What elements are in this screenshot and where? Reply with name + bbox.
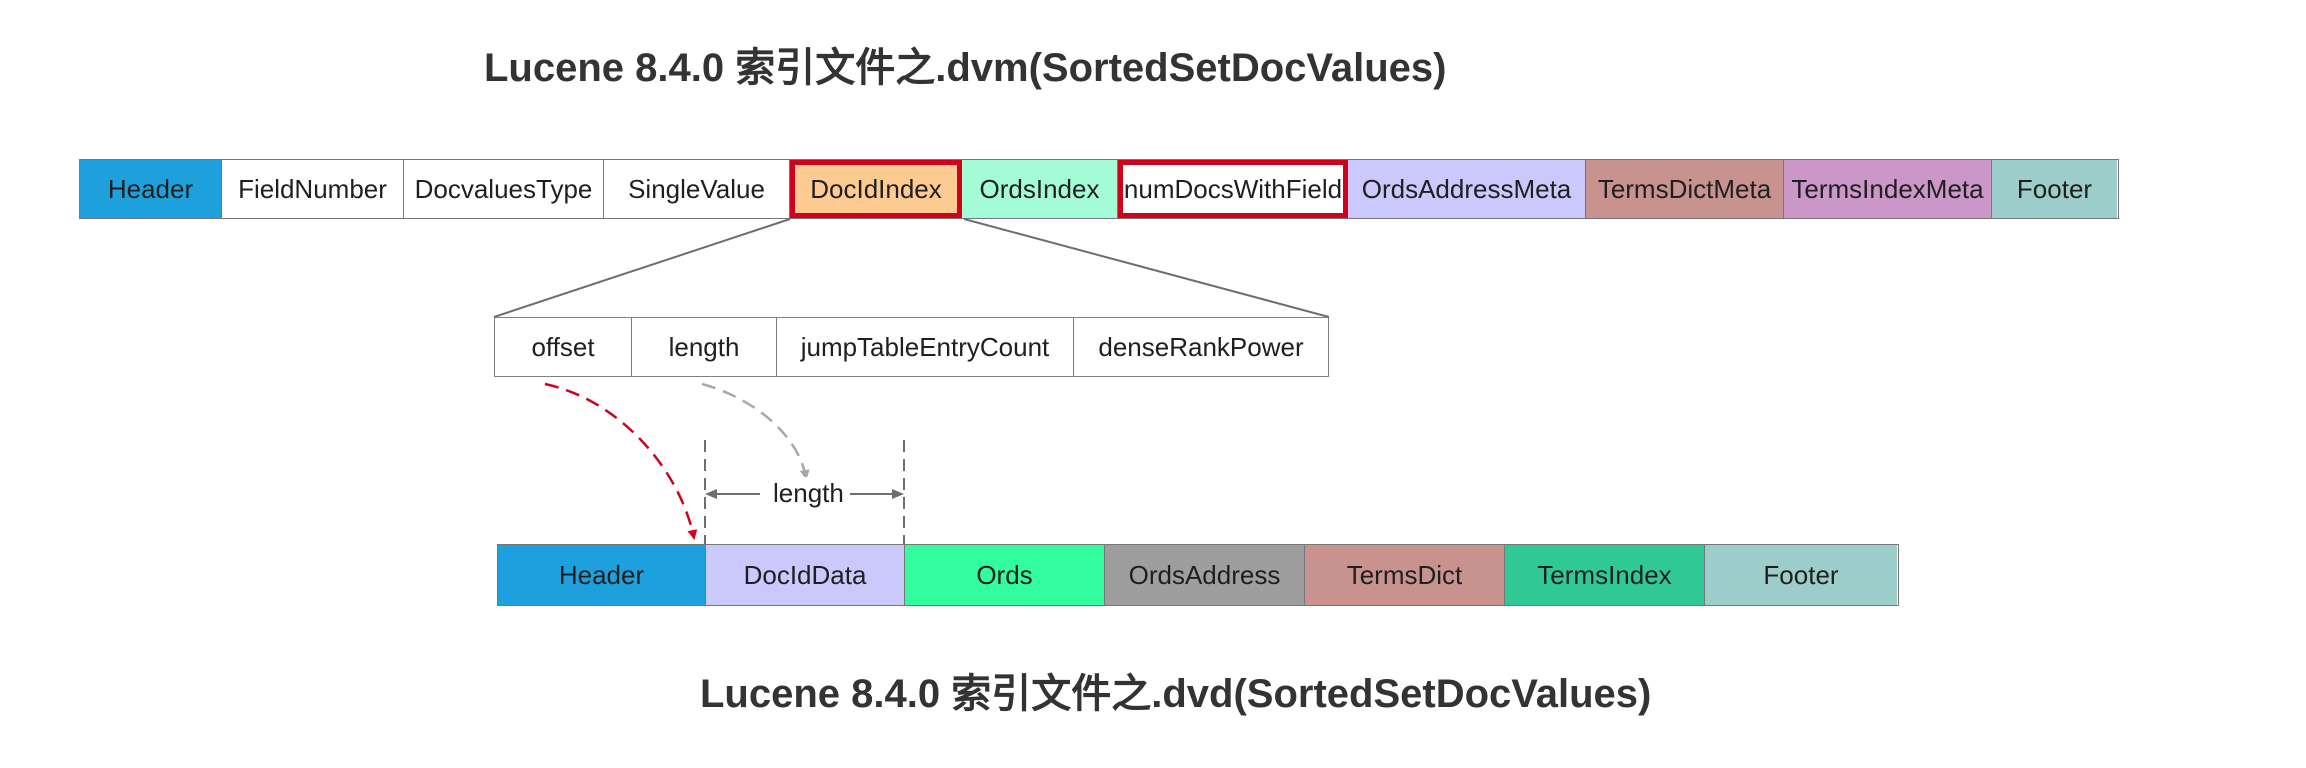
zoom-line-left (493, 218, 791, 318)
denserankpower-field: denseRankPower (1098, 331, 1304, 362)
dvd-termsindex-field: TermsIndex (1505, 545, 1705, 605)
dvm-ordsaddressmeta-field: OrdsAddressMeta (1348, 160, 1586, 218)
offset-arrow (544, 382, 698, 540)
length-dimension-label: length (767, 477, 850, 509)
dvm-header-field: Header (80, 160, 222, 218)
dvm-footer-field: Footer (1992, 160, 2117, 218)
dvm-termsindexmeta-field: TermsIndexMeta (1784, 160, 1992, 218)
dvd-footer-field: Footer (1705, 545, 1897, 605)
length-field: length (632, 318, 777, 376)
dvd-title: Lucene 8.4.0 索引文件之.dvd(SortedSetDocValue… (700, 672, 1652, 716)
dvm-title: Lucene 8.4.0 索引文件之.dvm(SortedSetDocValue… (484, 46, 1447, 90)
dvm-docvaluestype-field: DocvaluesType (404, 160, 604, 218)
dvm-file-layout: Header FieldNumber DocvaluesType SingleV… (79, 159, 2119, 219)
dvm-ordsindex-field: OrdsIndex (962, 160, 1118, 218)
dvm-termsdictmeta-field: TermsDictMeta (1586, 160, 1784, 218)
zoom-line-right (963, 218, 1330, 318)
length-arrow (701, 382, 810, 480)
dvm-fieldnumber-field: FieldNumber (222, 160, 404, 218)
jumptableentrycount-field: jumpTableEntryCount (777, 318, 1074, 376)
dvm-docidindex-field: DocIdIndex (790, 160, 962, 218)
dvd-header-field: Header (498, 545, 706, 605)
dvd-ords-field: Ords (905, 545, 1105, 605)
dvm-numdocswithfield-field: numDocsWithField (1118, 160, 1348, 218)
offset-field: offset (495, 318, 632, 376)
dvd-ordsaddress-field: OrdsAddress (1105, 545, 1305, 605)
dvd-termsdict-field: TermsDict (1305, 545, 1505, 605)
docidindex-detail: offset length jumpTableEntryCount denseR… (494, 317, 1329, 377)
dvd-file-layout: Header DocIdData Ords OrdsAddress TermsD… (497, 544, 1899, 606)
dvm-singlevalue-field: SingleValue (604, 160, 790, 218)
dvd-dociddata-field: DocIdData (706, 545, 905, 605)
